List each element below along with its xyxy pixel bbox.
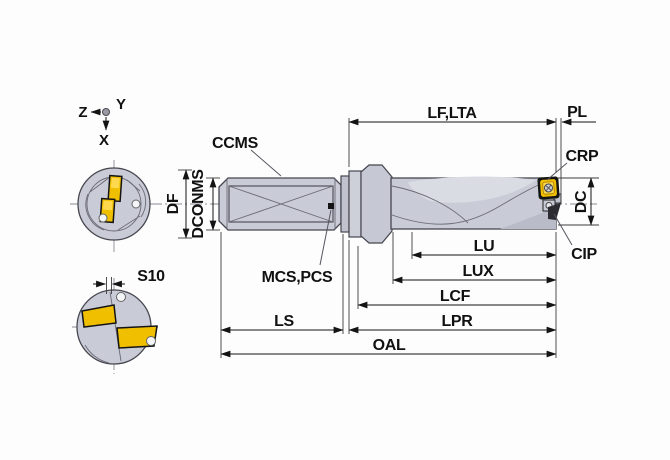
- s10-label: S10: [137, 268, 165, 285]
- y-axis-label: Y: [116, 96, 126, 113]
- dconms-label: DCONMS: [190, 169, 207, 239]
- callout-labels: CCMS MCS,PCS CRP CIP: [212, 135, 599, 286]
- extension-lines: [178, 118, 599, 358]
- oal-label: OAL: [373, 337, 406, 354]
- x-axis-label: X: [99, 132, 109, 149]
- cip-label: CIP: [571, 246, 597, 263]
- coolant-hole-icon: [116, 292, 126, 302]
- dimension-lines: LF,LTA PL DC DF DCONMS LU LUX LCF LPR LS…: [165, 104, 596, 358]
- pl-label: PL: [567, 104, 587, 121]
- dim-s10: S10: [93, 268, 165, 294]
- axis-origin-dot: [102, 108, 110, 116]
- mcs-pcs-label: MCS,PCS: [262, 269, 333, 286]
- outer-insert: [537, 176, 560, 200]
- flute-edge-2: [391, 185, 469, 224]
- mcs-reference-dot: [328, 203, 334, 209]
- lux-label: LUX: [462, 263, 494, 280]
- lcf-label: LCF: [440, 288, 471, 305]
- shank: [218, 177, 342, 231]
- drill-side-view: [218, 164, 562, 244]
- end-view: [77, 167, 151, 241]
- df-label: DF: [165, 193, 182, 214]
- axis-indicator: Z Y X: [78, 96, 126, 149]
- ccms-label: CCMS: [212, 135, 259, 152]
- collar: [340, 175, 350, 233]
- lf-lta-label: LF,LTA: [427, 105, 477, 122]
- ls-label: LS: [274, 313, 294, 330]
- crp-label: CRP: [566, 148, 600, 165]
- coolant-hole-icon: [98, 213, 108, 223]
- flute-edge: [391, 179, 553, 225]
- collar-ring: [348, 170, 362, 238]
- lpr-label: LPR: [441, 313, 473, 330]
- inner-insert-tip: [548, 203, 561, 220]
- front-view: [76, 289, 158, 365]
- end-view-insert-outer: [107, 174, 123, 203]
- z-axis-label: Z: [78, 104, 87, 121]
- coolant-hole-icon: [146, 336, 156, 346]
- dc-label: DC: [573, 190, 590, 213]
- front-view-insert-outer: [81, 304, 117, 328]
- inner-insert: [542, 199, 561, 220]
- coolant-hole-icon: [131, 199, 141, 209]
- flange: [360, 164, 393, 244]
- tip-shading: [500, 207, 556, 229]
- flute-highlight: [408, 176, 536, 203]
- lu-label: LU: [474, 238, 495, 255]
- fluted-body: [390, 176, 557, 230]
